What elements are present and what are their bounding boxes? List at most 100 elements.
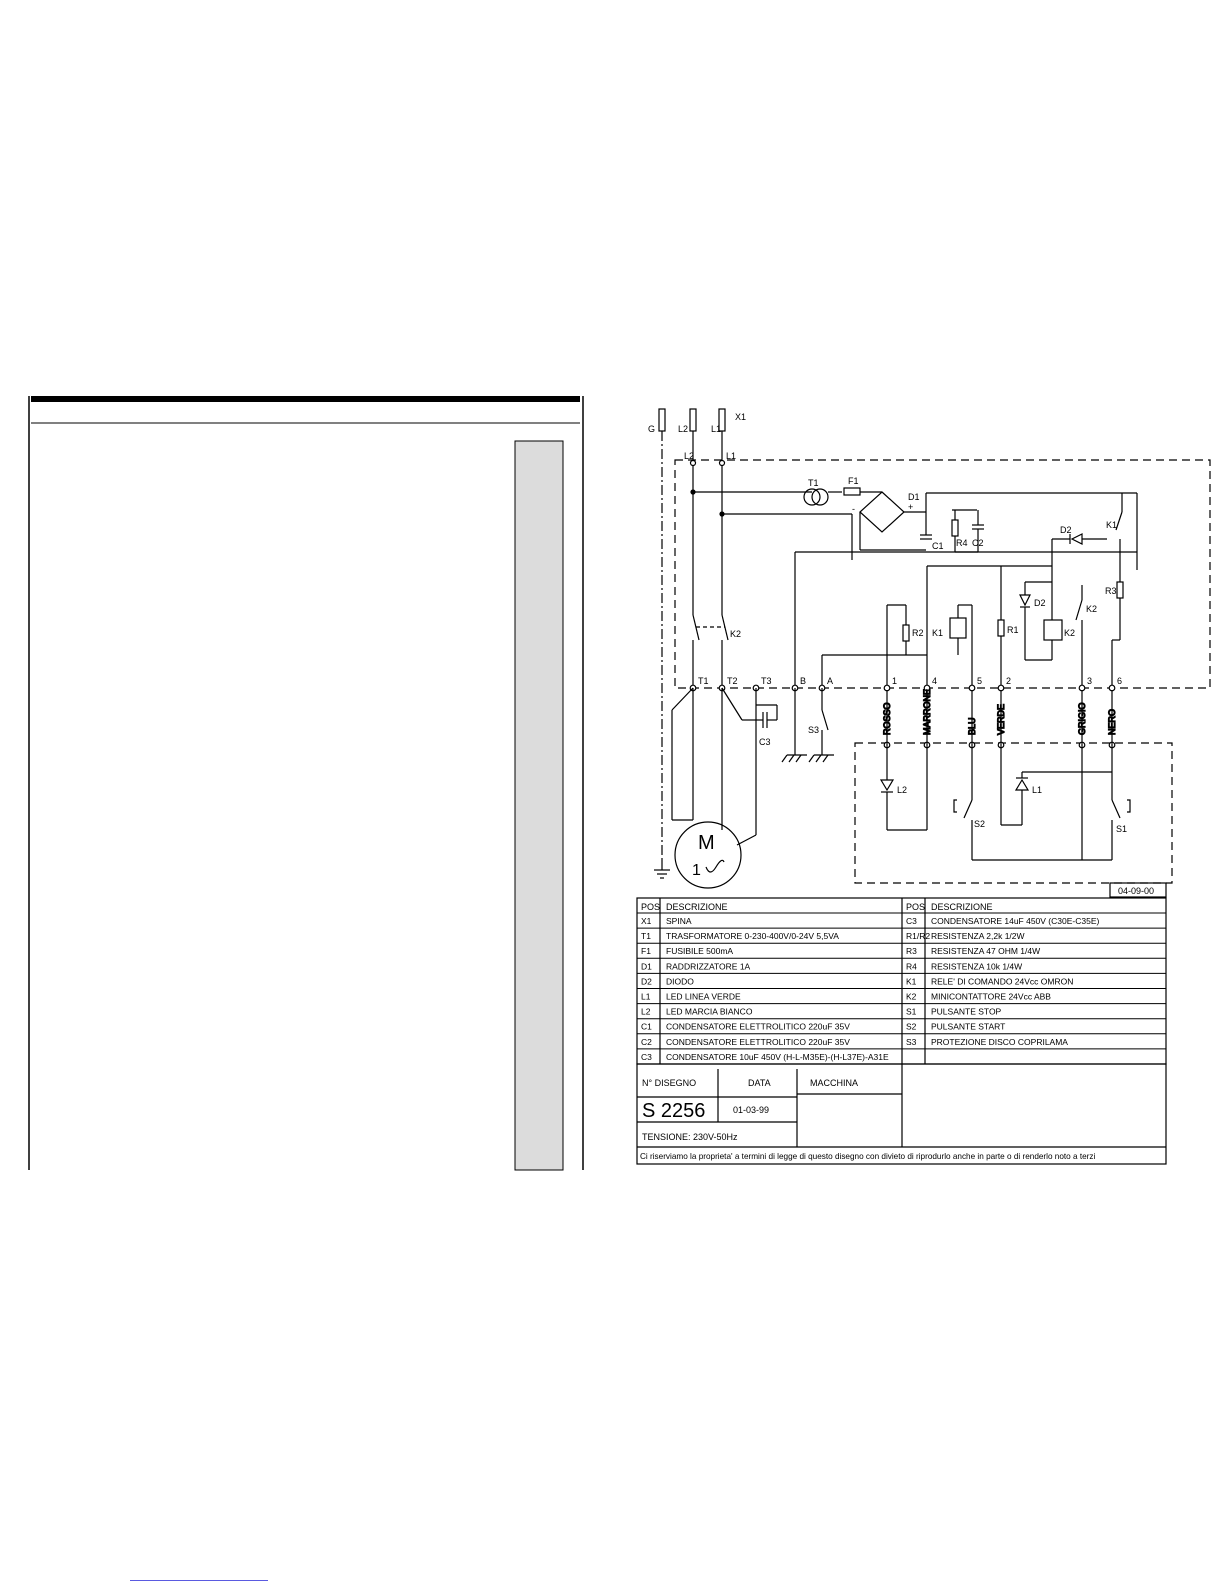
terminal-label: 6 [1117,676,1122,686]
legend-desc: RADDRIZZATORE 1A [666,961,751,971]
label-r4: R4 [956,538,968,548]
terminal-label: B [800,676,806,686]
legend-right-rows: C3 CONDENSATORE 14uF 450V (C30E-C35E)R1/R… [906,916,1099,1047]
legend-pos: K1 [906,976,917,986]
legend-desc: LED MARCIA BIANCO [666,1007,753,1017]
legend-pos: C3 [906,916,917,926]
ground-b [781,754,807,763]
legend-pos: R3 [906,946,917,956]
button-s1: S1 [1111,799,1131,834]
legend-pos: S1 [906,1007,917,1017]
legend-desc: FUSIBILE 500mA [666,946,733,956]
legend-pos: C3 [641,1052,652,1062]
legend-pos: K2 [906,992,917,1002]
label-c3: C3 [759,737,771,747]
legend-desc: CONDENSATORE ELETTROLITICO 220uF 35V [666,1022,850,1032]
drawing-number-label: N° DISEGNO [642,1078,696,1088]
legend-left-rows: X1 SPINA T1 TRASFORMATORE 0-230-400V/0-24V … [641,916,889,1062]
legend-pos: T1 [641,931,651,941]
legend-pos: L2 [641,1007,651,1017]
legend-header-pos-left: POS [641,902,660,912]
drawing-number: S 2256 [642,1100,705,1122]
label-k2-contact: K2 [1086,604,1097,614]
capacitor-c3: C3 [756,704,778,747]
terminal-label: 3 [1087,676,1092,686]
legend-desc: CONDENSATORE 10uF 450V (H-L-M35E)-(H-L37… [666,1052,889,1062]
terminal-label: 4 [932,676,937,686]
legend-pos: L1 [641,992,651,1002]
legend-pos: F1 [641,946,651,956]
rectifier-d1: D1 + - [852,491,920,533]
motor-m: M 1 [674,821,742,889]
label-k2-main: K2 [730,629,741,639]
legend-desc: PROTEZIONE DISCO COPRILAMA [931,1037,1068,1047]
terminal-label: A [827,676,833,686]
label-l1-led: L1 [1032,785,1042,795]
legend-desc: CONDENSATORE ELETTROLITICO 220uF 35V [666,1037,850,1047]
legend-pos: D1 [641,961,652,971]
legend-header-desc-left: DESCRIZIONE [666,902,728,912]
legend-desc: RESISTENZA 47 OHM 1/4W [931,946,1040,956]
label-g: G [648,424,655,434]
legend-pos: C1 [641,1022,652,1032]
legend-desc: PULSANTE START [931,1022,1005,1032]
legend-desc: LED LINEA VERDE [666,992,741,1002]
label-l1-inner: L1 [726,451,736,461]
label-l2-inner: L2 [684,451,694,461]
button-box-outline [854,742,1173,884]
legend-pos: D2 [641,976,652,986]
legend-desc: RESISTENZA 2,2k 1/2W [931,931,1025,941]
machine-label: MACCHINA [810,1078,858,1088]
right-page: G L2 L1 X1 L2 L1 [612,0,1225,1585]
legend-desc: TRASFORMATORE 0-230-400V/0-24V 5,5VA [666,931,839,941]
label-d1-minus: - [852,504,855,514]
label-d2-top: D2 [1060,525,1072,535]
label-k1-contact: K1 [1106,520,1117,530]
terminal-label: 5 [977,676,982,686]
legend-desc: MINICONTATTORE 24Vcc ABB [931,992,1051,1002]
legend-pos: S2 [906,1022,917,1032]
relay-contact-k2: K2 [1075,599,1097,621]
legend-row-lines [637,912,1166,1065]
footer-link-underline [130,1580,268,1581]
legend-header-desc-right: DESCRIZIONE [931,902,993,912]
label-l1-top: L1 [711,424,721,434]
transformer-t1: T1 [803,478,829,506]
legend-desc: DIODO [666,976,694,986]
label-motor-phase: 1 [692,862,701,879]
legend-pos: R1/R2 [906,931,930,941]
contactor-k2: K2 [692,614,741,641]
date-label: DATA [748,1078,771,1088]
label-d1-plus: + [908,502,913,512]
label-s1: S1 [1116,824,1127,834]
legend-pos: X1 [641,916,652,926]
terminal-label: T2 [727,676,738,686]
left-page-frame [28,396,584,1171]
relay-contact-k1: K1 [1106,511,1123,531]
label-f1: F1 [848,476,859,486]
label-d2-mid: D2 [1034,598,1046,608]
label-r2: R2 [912,628,924,638]
legend-pos: S3 [906,1037,917,1047]
label-r1: R1 [1007,625,1019,635]
legend-desc: CONDENSATORE 14uF 450V (C30E-C35E) [931,916,1099,926]
voltage: TENSIONE: 230V-50Hz [642,1132,738,1142]
terminal-label: 2 [1006,676,1011,686]
revision-date: 04-09-00 [1118,886,1154,896]
terminal-label: T1 [698,676,709,686]
label-c1: C1 [932,541,944,551]
terminal-label: 1 [892,676,897,686]
ownership-notice: Ci riserviamo la proprieta' a termini di… [640,1152,1095,1161]
relay-coil-k2: K2 [1043,619,1075,641]
button-s2: S2 [953,799,985,829]
legend-desc: SPINA [666,916,692,926]
label-d1: D1 [908,492,920,502]
legend-desc: PULSANTE STOP [931,1007,1002,1017]
revision-box [1109,882,1167,898]
legend-pos: C2 [641,1037,652,1047]
capacitor-c1: C1 [920,534,944,551]
label-motor: M [698,832,715,854]
label-s2: S2 [974,819,985,829]
legend-desc: RELE' DI COMANDO 24Vcc OMRON [931,976,1073,986]
